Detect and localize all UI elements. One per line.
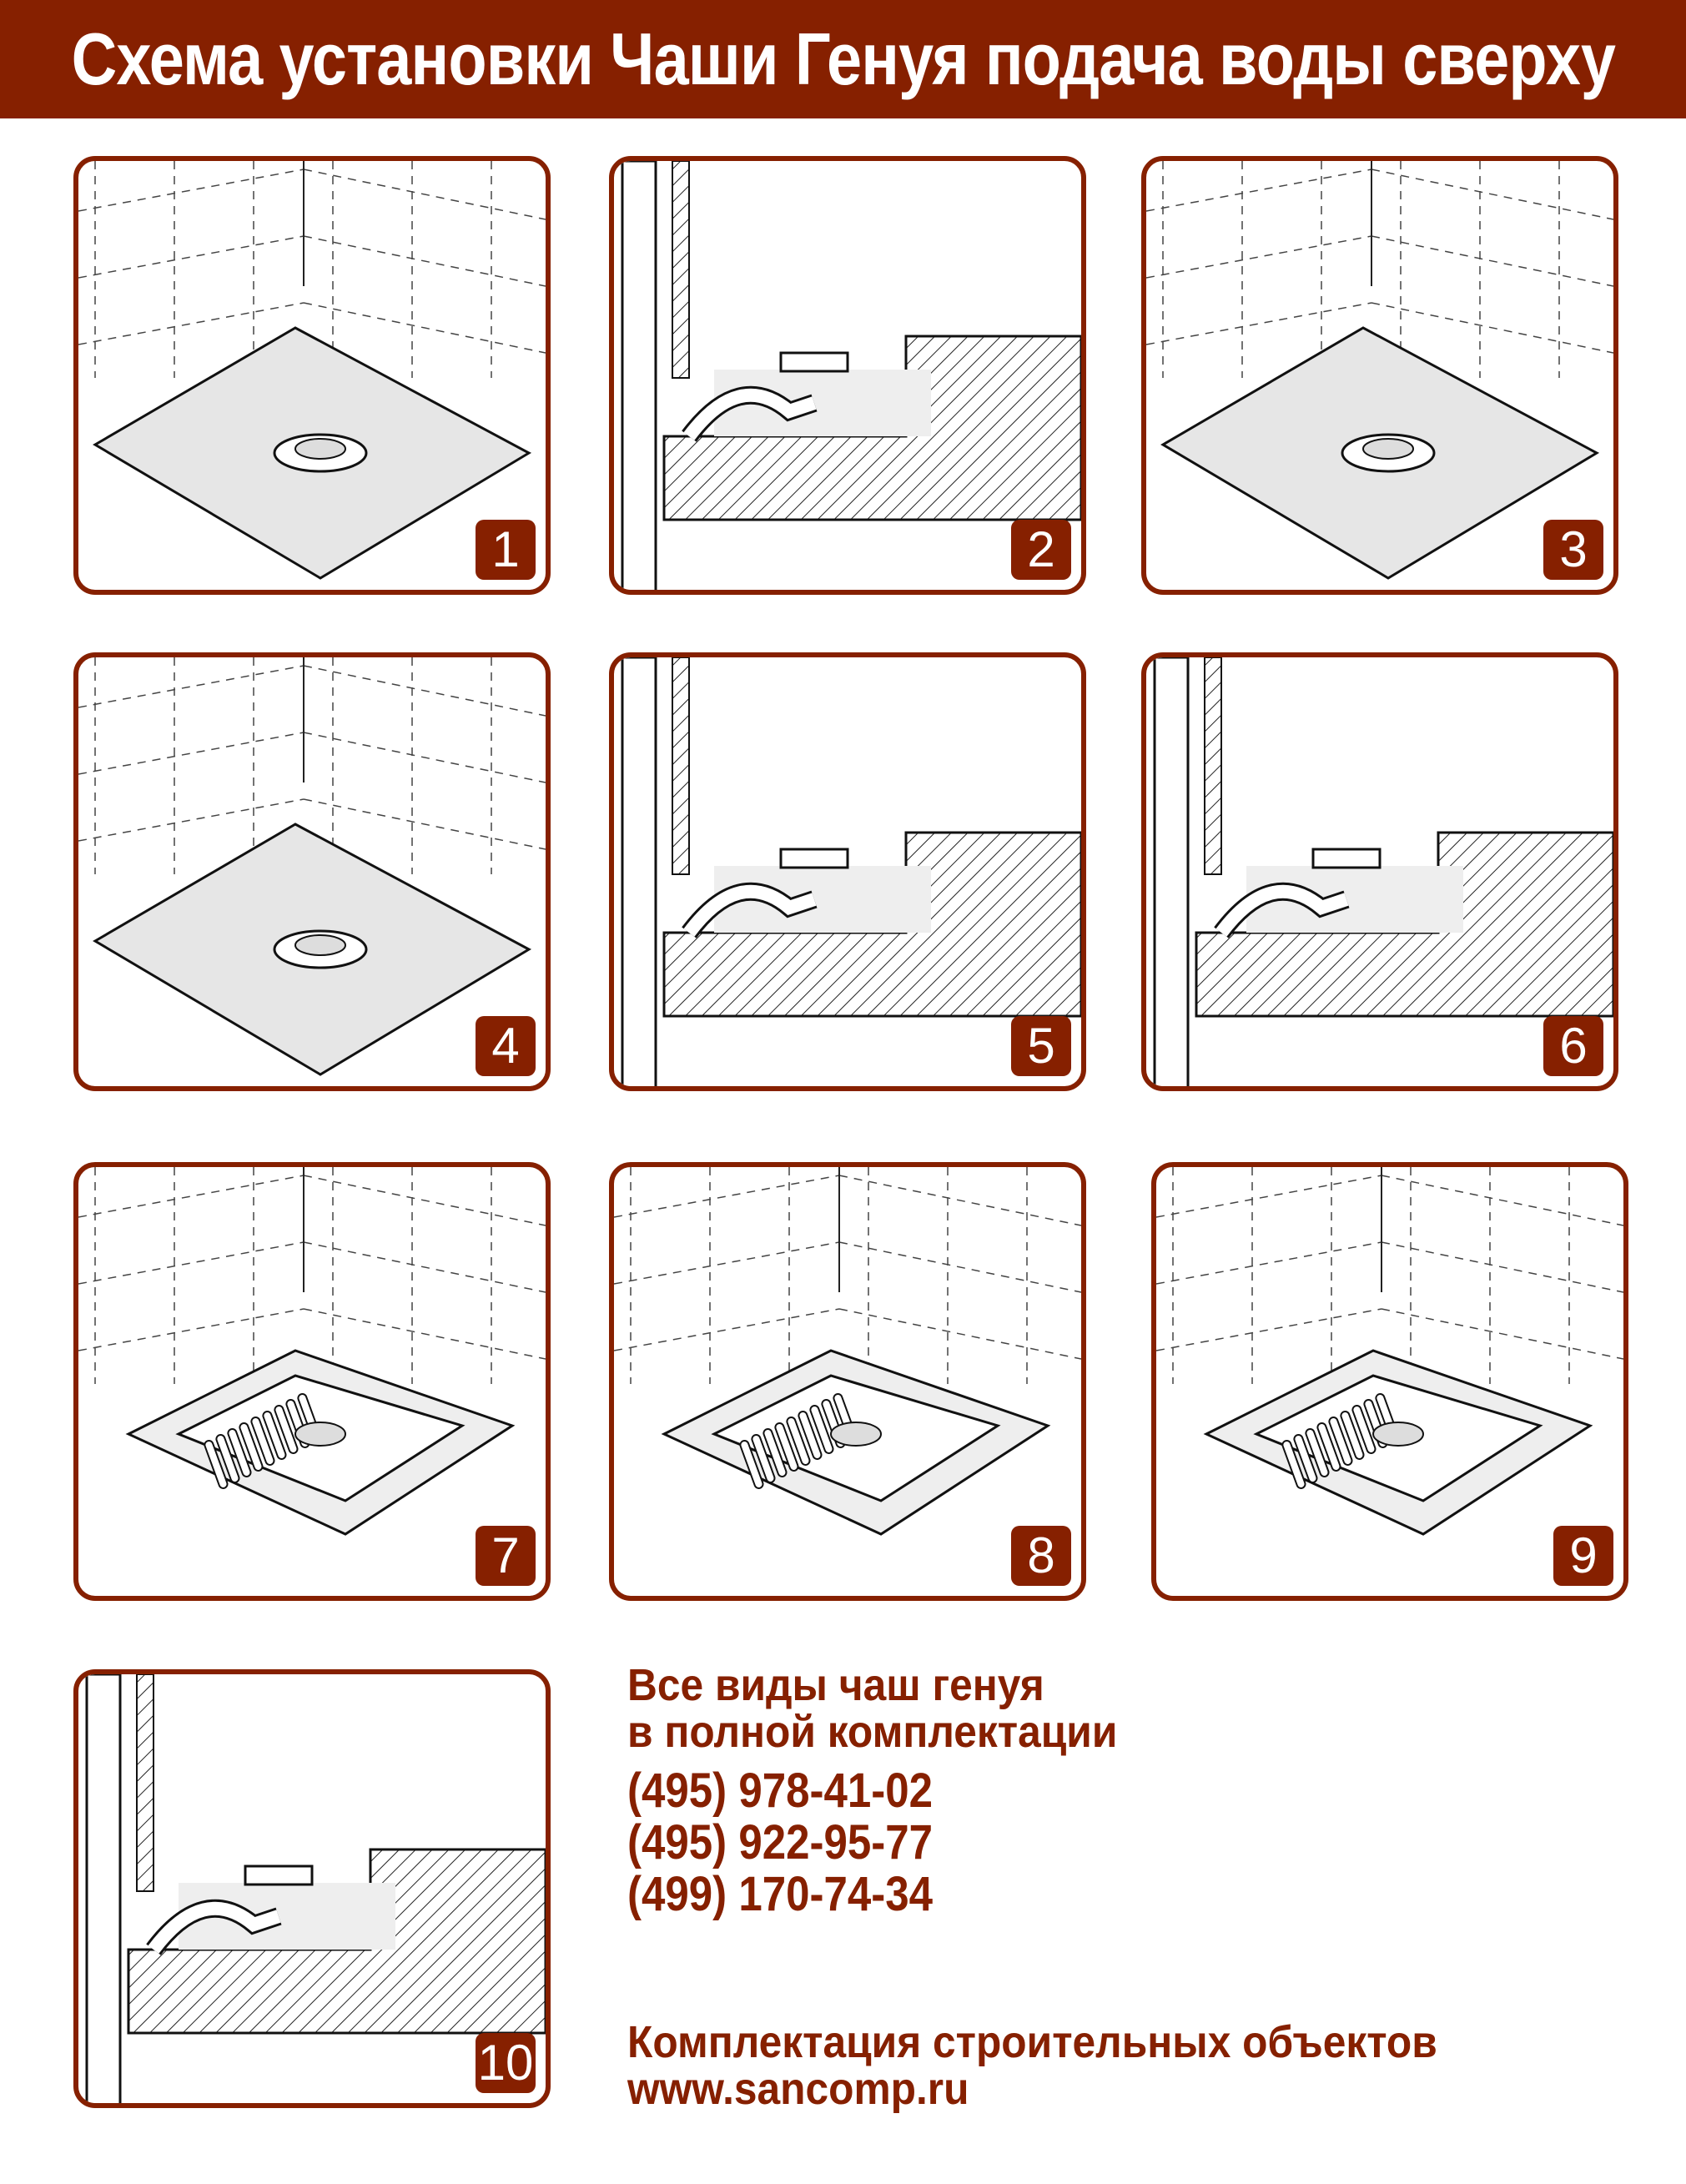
- step-number-badge: 5: [1011, 1016, 1071, 1076]
- step-panel-9: 9: [1151, 1162, 1628, 1601]
- product-info: Все виды чаш генуя в полной комплектации: [627, 1662, 1160, 1755]
- step-panel-3: 3: [1141, 156, 1618, 595]
- step-panel-4: 4: [73, 652, 551, 1091]
- step-panel-8: 8: [609, 1162, 1086, 1601]
- step-illustration: [78, 161, 546, 580]
- phone-number[interactable]: (495) 922-95-77: [627, 1815, 934, 1869]
- step-illustration: [614, 1167, 1081, 1536]
- step-number-badge: 1: [476, 520, 536, 580]
- step-illustration: [1153, 657, 1613, 1086]
- step-panel-7: 7: [73, 1162, 551, 1601]
- step-illustration: [78, 657, 546, 1076]
- step-panel-6: 6: [1141, 652, 1618, 1091]
- step-panel-1: 1: [73, 156, 551, 595]
- step-panel-10: 10: [73, 1669, 551, 2108]
- step-number-badge: 3: [1543, 520, 1603, 580]
- step-number-badge: 2: [1011, 520, 1071, 580]
- step-illustration: [78, 1167, 546, 1536]
- company-info: Комплектация строительных объектов www.s…: [627, 2019, 1507, 2112]
- info-line-2: в полной комплектации: [627, 1707, 1118, 1757]
- step-illustration: [621, 161, 1081, 590]
- step-illustration: [1146, 161, 1613, 580]
- info-line-1: Все виды чаш генуя: [627, 1660, 1044, 1710]
- step-number-badge: 4: [476, 1016, 536, 1076]
- step-illustration: [85, 1674, 546, 2103]
- phone-number[interactable]: (499) 170-74-34: [627, 1867, 934, 1921]
- step-panel-5: 5: [609, 652, 1086, 1091]
- website-link[interactable]: www.sancomp.ru: [627, 2064, 969, 2114]
- step-number-badge: 7: [476, 1526, 536, 1586]
- step-number-badge: 10: [476, 2033, 536, 2093]
- step-panel-2: 2: [609, 156, 1086, 595]
- step-illustration: [621, 657, 1081, 1086]
- step-number-badge: 8: [1011, 1526, 1071, 1586]
- phone-list: (495) 978-41-02 (495) 922-95-77 (499) 17…: [627, 1765, 974, 1920]
- phone-number[interactable]: (495) 978-41-02: [627, 1764, 934, 1818]
- company-name: Комплектация строительных объектов: [627, 2017, 1437, 2067]
- header-banner: Схема установки Чаши Генуя подача воды с…: [0, 0, 1686, 118]
- step-number-badge: 6: [1543, 1016, 1603, 1076]
- page-title: Схема установки Чаши Генуя подача воды с…: [71, 18, 1615, 100]
- step-illustration: [1156, 1167, 1623, 1536]
- step-number-badge: 9: [1553, 1526, 1613, 1586]
